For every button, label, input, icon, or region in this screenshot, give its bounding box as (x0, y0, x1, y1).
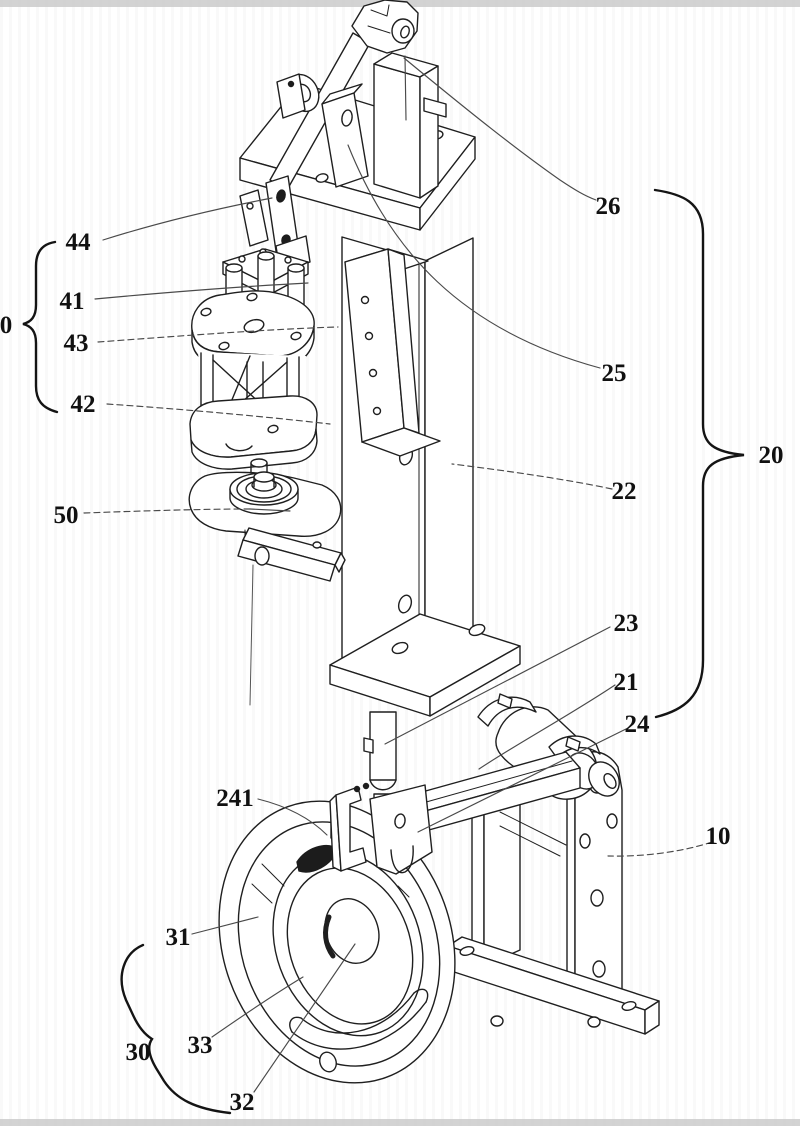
ref-label-32: 32 (230, 1089, 255, 1116)
lower-plate (189, 395, 318, 470)
ref-label-30: 30 (126, 1039, 151, 1066)
ref-label-41: 41 (60, 288, 85, 315)
lever-pivot-block (276, 73, 369, 188)
leader-26 (403, 57, 597, 201)
ring-inner-oval (323, 898, 380, 964)
leader-42 (106, 403, 331, 425)
ref-label-21: 21 (614, 669, 639, 696)
spindle-disc (229, 471, 299, 515)
ref-label-20: 20 (759, 442, 784, 469)
leader-10 (607, 841, 713, 857)
leader-24 (417, 727, 629, 833)
rod-clamp (329, 782, 433, 875)
leader-50-tail (249, 508, 291, 512)
stand-base (447, 936, 660, 1035)
leader-26-drop (404, 55, 407, 121)
leader-31 (191, 916, 259, 935)
leader-50 (83, 508, 251, 514)
scan-band-bottom (0, 1119, 800, 1126)
leader-43 (97, 326, 339, 343)
ref-label-33: 33 (188, 1032, 213, 1059)
leader-32 (253, 943, 356, 1093)
leader-241 (257, 798, 328, 836)
ring-arc-slot (289, 988, 429, 1050)
ref-label-241: 241 (216, 785, 254, 812)
leader-33 (211, 976, 304, 1038)
leader-21 (478, 684, 616, 770)
brace-30-group (120, 943, 232, 1115)
ref-label-31: 31 (166, 924, 191, 951)
side-arm (237, 527, 346, 706)
ref-label-23: 23 (614, 610, 639, 637)
ref-label-44: 44 (66, 229, 92, 256)
ref-label-22: 22 (612, 478, 637, 505)
ref-label-24: 24 (625, 711, 651, 738)
ref-label-25: 25 (602, 360, 627, 387)
ref-label-40-partial: 0 (0, 312, 12, 339)
leader-44 (102, 197, 273, 241)
leader-lines (83, 55, 713, 1093)
brace-40-group (22, 240, 59, 414)
leader-41 (94, 282, 309, 300)
ref-label-10: 10 (706, 823, 731, 850)
leader-22 (451, 463, 613, 490)
leader-23 (384, 626, 611, 745)
ref-label-43: 43 (64, 330, 89, 357)
ref-label-42: 42 (71, 391, 96, 418)
ref-label-50: 50 (54, 502, 79, 529)
leader-25 (347, 144, 601, 369)
mount-bracket (344, 248, 441, 457)
ref-label-26: 26 (596, 193, 621, 220)
lever-clevis (351, 0, 419, 54)
column-base-flange (329, 613, 521, 717)
brace-20-group (653, 188, 745, 719)
riser-block (373, 52, 447, 199)
